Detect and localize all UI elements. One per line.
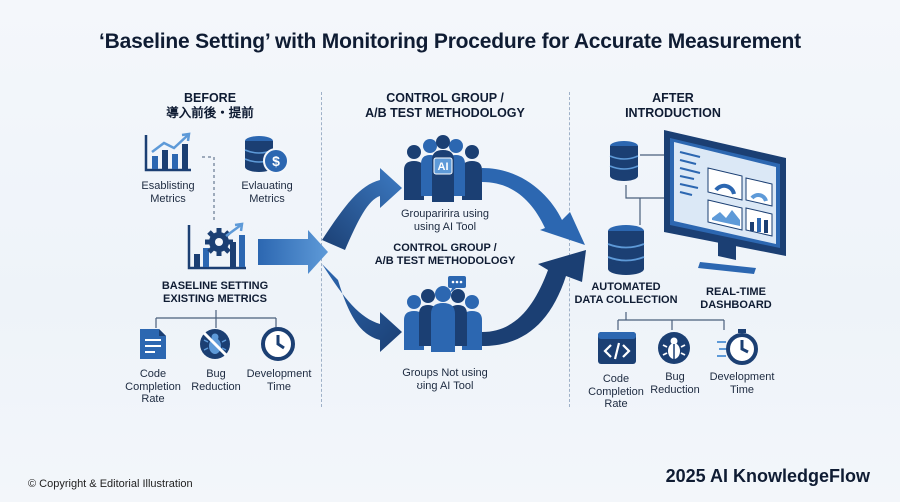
clock-icon (261, 327, 295, 361)
control-mid-heading: CONTROL GROUP / A/B TEST METHODOLOGY (374, 242, 516, 267)
group-a-label: Grouparirira using using AI Tool (400, 208, 490, 233)
data-collection-database-icon (607, 225, 645, 275)
after-metric-bug-reduction: Bug Reduction (650, 371, 700, 396)
dashboard-label: REAL-TIME DASHBOARD (700, 286, 772, 311)
ai-badge: AI (438, 161, 449, 173)
flow-arrows (258, 168, 586, 352)
bug-icon (200, 329, 230, 359)
code-icon (598, 332, 636, 364)
evaluating-metrics-label: Evlauating Metrics (241, 180, 293, 205)
after-tree-connector (617, 312, 725, 330)
svg-text:$: $ (272, 153, 280, 169)
user-group-icon (404, 276, 482, 352)
before-metric-development-time: Development Time (246, 368, 312, 393)
establishing-metrics-label: Esablisting Metrics (141, 180, 195, 205)
page-title: ‘Baseline Setting’ with Monitoring Proce… (99, 30, 801, 53)
coin-stack-icon: $ (244, 136, 289, 174)
gear-chart-icon (187, 222, 246, 270)
stopwatch-icon (717, 329, 758, 365)
growth-chart-icon (144, 132, 191, 172)
dashboard-monitor-icon (664, 130, 786, 274)
before-heading: BEFORE 導入前後・提前 (166, 91, 254, 120)
column-divider-right (569, 92, 570, 407)
database-icon (609, 141, 639, 181)
baseline-setting-label: BASELINE SETTING EXISTING METRICS (161, 280, 269, 305)
control-heading: CONTROL GROUP / A/B TEST METHODOLOGY (365, 91, 525, 120)
after-metric-code-completion: Code Completion Rate (588, 373, 644, 410)
document-icon (140, 329, 166, 359)
before-metric-code-completion: Code Completion Rate (125, 368, 181, 405)
before-metric-bug-reduction: Bug Reduction (191, 368, 241, 393)
brand-text: 2025 AI KnowledgeFlow (665, 466, 870, 486)
dashed-connector (202, 156, 215, 223)
after-heading: AFTER INTRODUCTION (625, 91, 721, 120)
data-collection-label: AUTOMATED DATA COLLECTION (574, 281, 678, 306)
copyright-text: © Copyright & Editorial Illustration (28, 478, 193, 490)
group-b-label: Groups Not using ʊing AI Tool (402, 367, 488, 392)
after-metric-development-time: Development Time (709, 371, 775, 396)
tree-connector (155, 310, 277, 328)
ai-user-group-icon: AI (404, 135, 482, 202)
bug-icon-after (658, 332, 690, 364)
